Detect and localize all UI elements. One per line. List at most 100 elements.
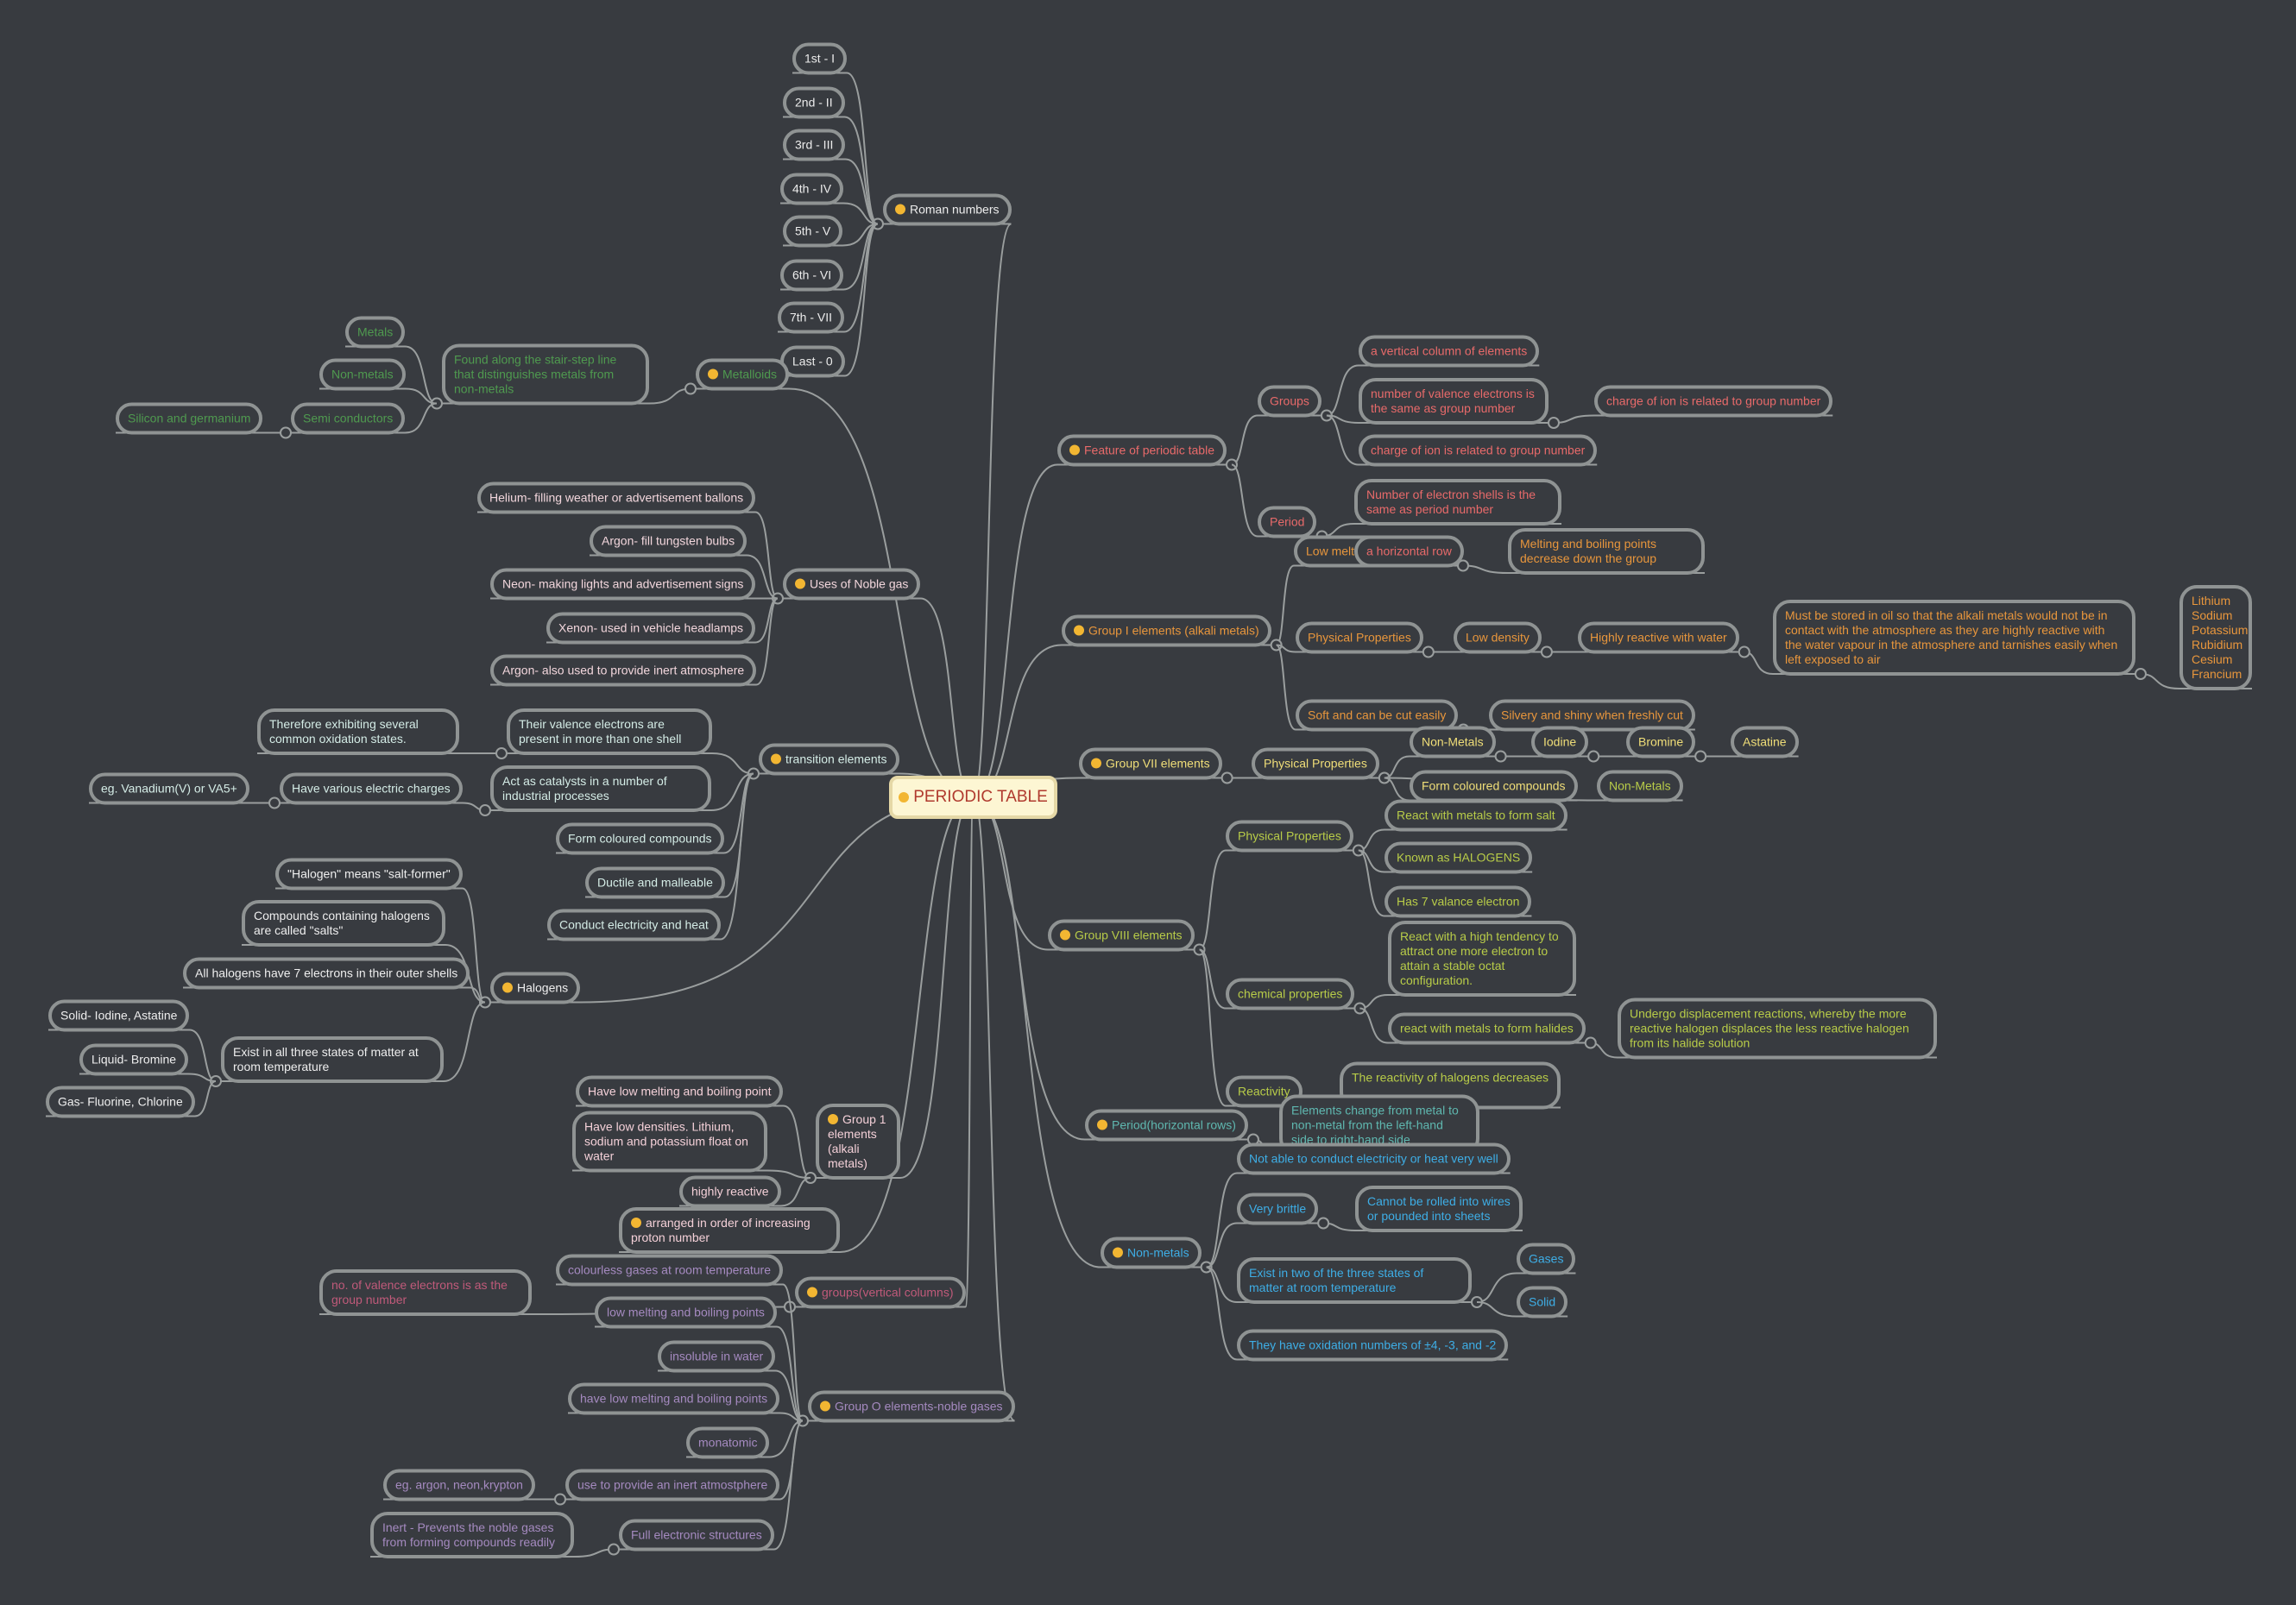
node-argon-bulbs[interactable]: Argon- fill tungsten bulbs xyxy=(590,525,747,557)
node-halogens[interactable]: Known as HALOGENS xyxy=(1385,841,1533,874)
topic-transition-elements[interactable]: transition elements xyxy=(759,743,899,776)
topic-groups-vertical[interactable]: groups(vertical columns) xyxy=(795,1276,966,1309)
node-horizontal-row[interactable]: a horizontal row xyxy=(1354,535,1464,568)
node-charge-of-ion[interactable]: charge of ion is related to group number xyxy=(1359,434,1598,467)
topic-halogens[interactable]: Halogens xyxy=(490,972,581,1004)
collapse-toggle[interactable] xyxy=(495,747,508,759)
node-chemical-properties[interactable]: chemical properties xyxy=(1226,978,1355,1010)
node-last[interactable]: Last - 0 xyxy=(780,345,845,378)
node-physical-properties[interactable]: Physical Properties xyxy=(1296,621,1423,654)
node-form-salt[interactable]: React with metals to form salt xyxy=(1385,799,1567,832)
node-insoluble[interactable]: insoluble in water xyxy=(658,1340,776,1373)
node-gases[interactable]: Gases xyxy=(1517,1243,1576,1275)
node-1st[interactable]: 1st - I xyxy=(792,42,848,75)
node-4th[interactable]: 4th - IV xyxy=(780,173,844,205)
collapse-toggle[interactable] xyxy=(554,1493,566,1506)
node-bromine[interactable]: Bromine xyxy=(1626,726,1696,758)
node-melting-decrease[interactable]: Melting and boiling points decrease down… xyxy=(1508,528,1705,575)
node-6th[interactable]: 6th - VI xyxy=(780,259,844,292)
node-not-conductive[interactable]: Not able to conduct electricity or heat … xyxy=(1237,1142,1511,1175)
collapse-toggle[interactable] xyxy=(268,796,281,809)
collapse-toggle[interactable] xyxy=(280,426,292,439)
node-highly-reactive[interactable]: highly reactive xyxy=(679,1175,781,1208)
node-low-densities[interactable]: Have low densities. Lithium, sodium and … xyxy=(572,1111,767,1173)
topic-non-metals[interactable]: Non-metals xyxy=(1101,1237,1202,1269)
collapse-toggle[interactable] xyxy=(1587,750,1600,763)
node-semi-conductors[interactable]: Semi conductors xyxy=(291,402,406,435)
node-xenon[interactable]: Xenon- used in vehicle headlamps xyxy=(546,612,756,645)
node-cannot-be-rolled[interactable]: Cannot be rolled into wires or pounded i… xyxy=(1355,1186,1523,1232)
collapse-toggle[interactable] xyxy=(1540,645,1553,658)
node-displacement[interactable]: Undergo displacement reactions, whereby … xyxy=(1618,998,1937,1060)
node-silicon[interactable]: Silicon and germanium xyxy=(116,402,263,435)
node-2nd[interactable]: 2nd - II xyxy=(783,86,845,119)
collapse-toggle[interactable] xyxy=(1317,1217,1330,1230)
node-period[interactable]: Period xyxy=(1258,506,1317,538)
node-charge-of-ion[interactable]: charge of ion is related to group number xyxy=(1594,385,1833,418)
node-iodine[interactable]: Iodine xyxy=(1531,726,1589,758)
topic-feature[interactable]: Feature of periodic table xyxy=(1057,434,1227,467)
node-neon[interactable]: Neon- making lights and advertisement si… xyxy=(490,568,756,601)
node-gas[interactable]: Gas- Fluorine, Chlorine xyxy=(46,1086,195,1118)
topic-group-I[interactable]: Group I elements (alkali metals) xyxy=(1062,614,1271,647)
node-low-melting[interactable]: Have low melting and boiling point xyxy=(576,1075,784,1108)
node-physical-properties[interactable]: Physical Properties xyxy=(1252,747,1379,780)
node-electric-charges[interactable]: Have various electric charges xyxy=(280,772,463,805)
node-astatine[interactable]: Astatine xyxy=(1731,726,1799,758)
collapse-toggle[interactable] xyxy=(684,382,697,395)
collapse-toggle[interactable] xyxy=(1457,559,1469,572)
node-stored-in-oil[interactable]: Must be stored in oil so that the alkali… xyxy=(1773,600,2135,676)
node-solid[interactable]: Solid xyxy=(1517,1286,1568,1319)
topic-roman-numbers[interactable]: Roman numbers xyxy=(883,193,1012,226)
collapse-toggle[interactable] xyxy=(2135,668,2147,680)
collapse-toggle[interactable] xyxy=(479,804,491,816)
node-valence-shells[interactable]: Their valence electrons are present in m… xyxy=(507,708,712,755)
node-5th[interactable]: 5th - V xyxy=(783,215,843,248)
node-7th[interactable]: 7th - VII xyxy=(778,301,845,334)
node-colourless[interactable]: colourless gases at room temperature xyxy=(556,1254,783,1287)
node-low-density[interactable]: Low density xyxy=(1454,621,1542,654)
node-salts[interactable]: Compounds containing halogens are called… xyxy=(242,900,445,947)
node-non-metals[interactable]: Non-Metals xyxy=(1410,726,1496,758)
node-low-melting-points[interactable]: low melting and boiling points xyxy=(595,1296,777,1329)
collapse-toggle[interactable] xyxy=(608,1543,620,1556)
topic-noble-gases[interactable]: Group O elements-noble gases xyxy=(808,1390,1015,1423)
node-eg-argon[interactable]: eg. argon, neon,krypton xyxy=(383,1469,535,1501)
node-argon-inert[interactable]: Argon- also used to provide inert atmosp… xyxy=(490,654,757,687)
node-alkali-list[interactable]: Lithium Sodium Potassium Rubidium Cesium… xyxy=(2179,585,2252,690)
node-brittle[interactable]: Very brittle xyxy=(1237,1193,1319,1225)
node-valence-number[interactable]: number of valence electrons is the same … xyxy=(1359,378,1549,425)
node-solid[interactable]: Solid- Iodine, Astatine xyxy=(48,999,190,1032)
node-physical-properties[interactable]: Physical Properties xyxy=(1226,820,1353,853)
node-two-states[interactable]: Exist in two of the three states of matt… xyxy=(1237,1257,1472,1304)
node-halogen-means[interactable]: "Halogen" means "salt-former" xyxy=(275,858,463,891)
node-coloured-compounds[interactable]: Form coloured compounds xyxy=(556,822,724,855)
collapse-toggle[interactable] xyxy=(1221,771,1233,784)
node-three-states[interactable]: Exist in all three states of matter at r… xyxy=(221,1036,444,1083)
node-conduct[interactable]: Conduct electricity and heat xyxy=(547,909,721,941)
collapse-toggle[interactable] xyxy=(1694,750,1707,763)
node-have-low-melting[interactable]: have low melting and boiling points xyxy=(568,1382,780,1415)
central-topic[interactable]: PERIODIC TABLE xyxy=(889,776,1057,819)
node-reactive-water[interactable]: Highly reactive with water xyxy=(1578,621,1739,654)
node-high-tendency[interactable]: React with a high tendency to attract on… xyxy=(1388,921,1576,997)
node-non-metals[interactable]: Non-metals xyxy=(319,358,406,391)
collapse-toggle[interactable] xyxy=(1738,645,1750,658)
topic-group-1[interactable]: Group 1 elements (alkali metals) xyxy=(816,1104,900,1180)
topic-group-VII[interactable]: Group VII elements xyxy=(1079,747,1222,780)
node-full-structures[interactable]: Full electronic structures xyxy=(619,1519,774,1552)
node-groups[interactable]: Groups xyxy=(1258,385,1321,418)
collapse-toggle[interactable] xyxy=(1494,750,1507,763)
node-inert[interactable]: Inert - Prevents the noble gases from fo… xyxy=(370,1512,574,1558)
topic-arranged[interactable]: arranged in order of increasing proton n… xyxy=(619,1207,840,1254)
node-valence-group[interactable]: no. of valence electrons is as the group… xyxy=(319,1269,532,1316)
node-monatomic[interactable]: monatomic xyxy=(686,1426,770,1459)
node-3rd[interactable]: 3rd - III xyxy=(783,129,846,161)
topic-period-rows[interactable]: Period(horizontal rows) xyxy=(1085,1109,1248,1142)
node-seven-valence[interactable]: Has 7 valance electron xyxy=(1385,885,1532,918)
node-soft[interactable]: Soft and can be cut easily xyxy=(1296,699,1459,732)
node-helium[interactable]: Helium- filling weather or advertisement… xyxy=(477,482,756,514)
node-silvery[interactable]: Silvery and shiny when freshly cut xyxy=(1489,699,1695,732)
node-non-metals[interactable]: Non-Metals xyxy=(1597,770,1683,802)
collapse-toggle[interactable] xyxy=(1548,417,1560,429)
